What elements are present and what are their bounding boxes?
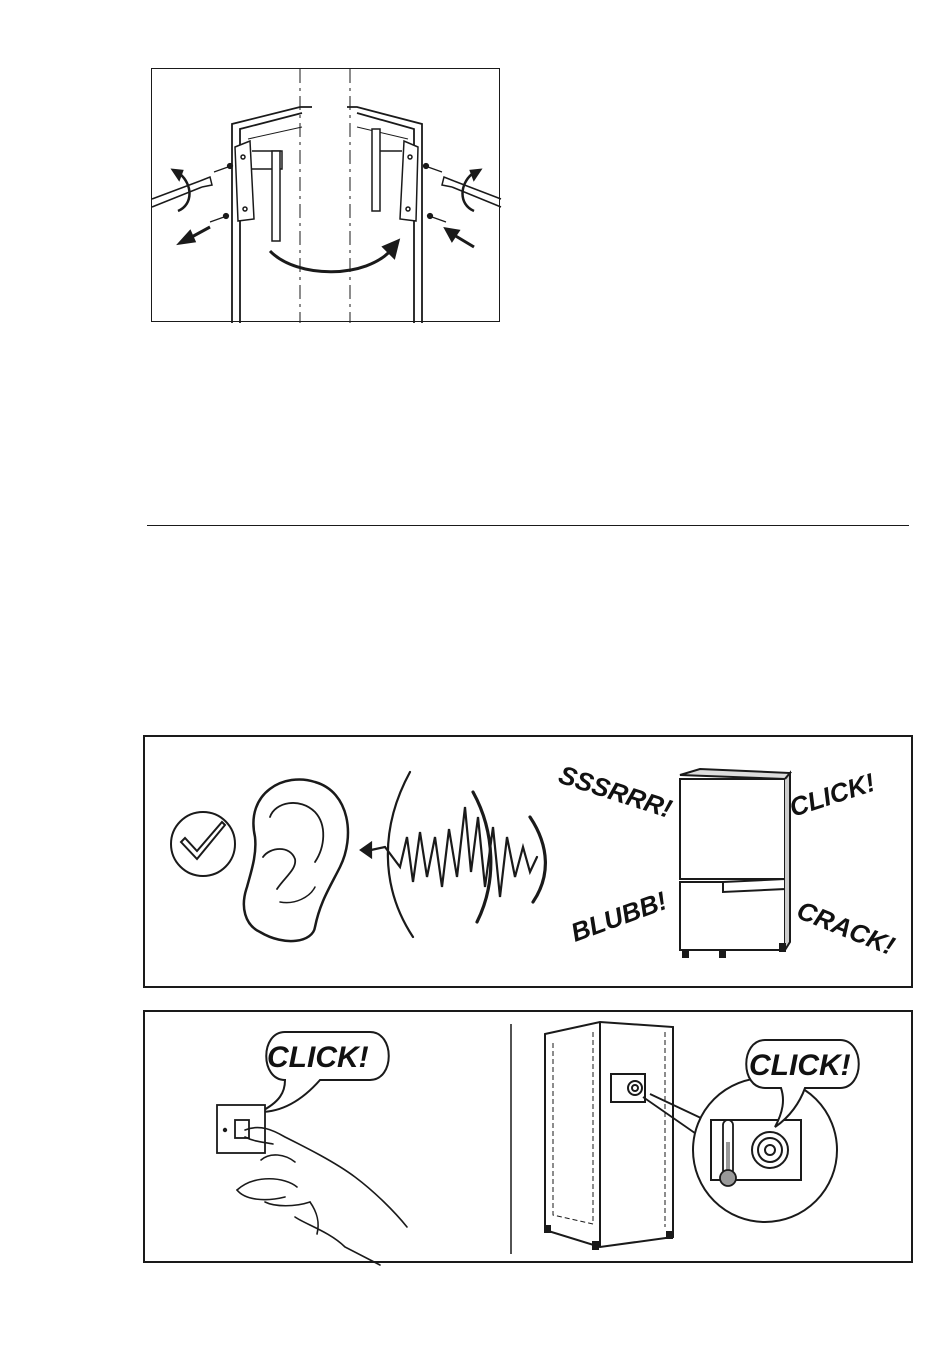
swap-arrow-icon xyxy=(270,241,398,272)
thermostat-knob-icon xyxy=(752,1132,788,1168)
upright-fridge-icon xyxy=(545,1022,673,1249)
hinge-drawing xyxy=(152,69,501,323)
switch-drawing: CLICK! xyxy=(145,1012,915,1265)
ear-icon xyxy=(244,779,348,941)
normal-noises-illustration: SSSRRR! CLICK! BLUBB! CRACK! xyxy=(143,735,913,988)
sound-blubb: BLUBB! xyxy=(567,885,671,947)
sound-click: CLICK! xyxy=(786,767,879,823)
wall-switch-click-text: CLICK! xyxy=(267,1041,369,1074)
left-hinge-bracket xyxy=(235,141,282,241)
sound-sssrrr: SSSRRR! xyxy=(555,759,676,824)
section-divider xyxy=(147,525,909,526)
door-hinge-illustration xyxy=(151,68,500,322)
right-hinge-bracket xyxy=(372,129,418,221)
sound-crack: CRACK! xyxy=(793,895,900,961)
sound-wave-icon xyxy=(361,772,545,937)
check-mark-icon xyxy=(171,812,235,876)
wall-switch-icon xyxy=(217,1105,265,1153)
screwdriver-icons xyxy=(152,177,501,207)
thermometer-icon xyxy=(720,1120,736,1186)
direction-arrow-icons xyxy=(180,227,474,247)
noises-drawing: SSSRRR! CLICK! BLUBB! CRACK! xyxy=(145,737,915,990)
rotate-arrow-icons xyxy=(173,170,480,211)
switch-on-illustration: CLICK! xyxy=(143,1010,913,1263)
thermostat-click-text: CLICK! xyxy=(749,1049,851,1082)
fridge-freezer-icon xyxy=(680,769,790,957)
